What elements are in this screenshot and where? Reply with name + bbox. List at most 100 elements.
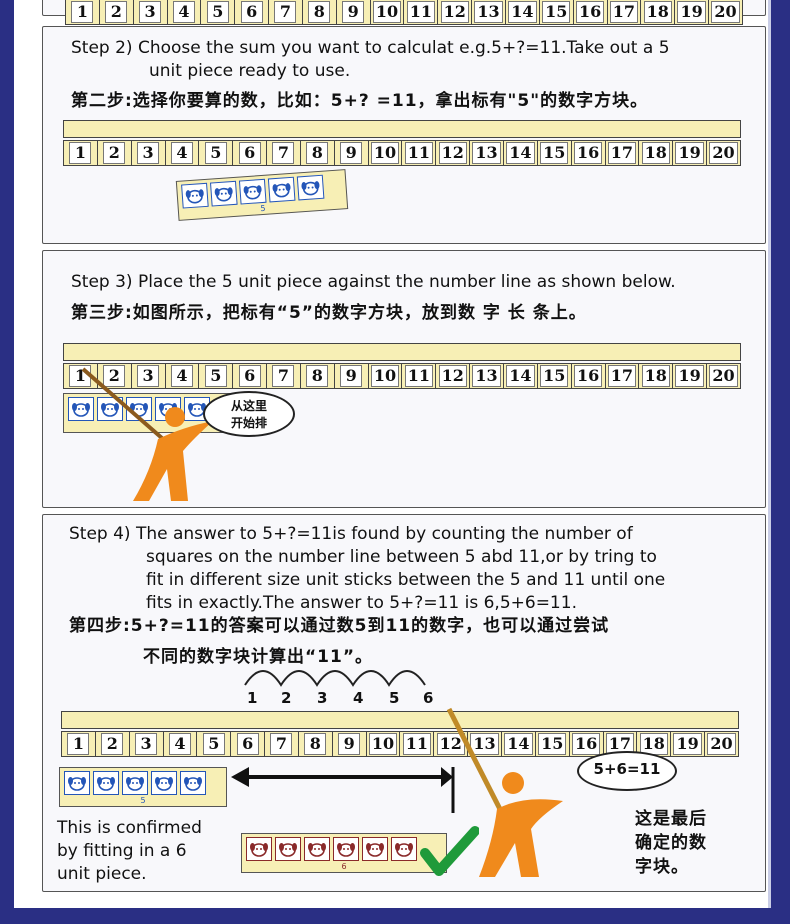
number-label: 17 (607, 142, 637, 164)
piece-label: 6 (341, 862, 347, 871)
number-label: 4 (170, 142, 193, 164)
number-cell: 11 (402, 364, 437, 388)
number-label: 15 (538, 733, 567, 755)
number-cell: 1 (64, 141, 98, 165)
number-label: 14 (506, 142, 535, 164)
number-label: 6 (240, 1, 263, 23)
number-label: 1 (67, 733, 90, 755)
number-cell: 17 (606, 364, 640, 388)
number-label: 15 (540, 365, 569, 387)
number-cell: 2 (100, 0, 134, 24)
number-cell: 16 (570, 732, 604, 756)
number-cell: 7 (265, 732, 299, 756)
arc-number: 3 (317, 689, 328, 707)
number-line-bar (63, 343, 741, 361)
number-label: 7 (270, 733, 293, 755)
number-cell: 2 (96, 732, 130, 756)
number-label: 10 (370, 142, 400, 164)
number-cell: 3 (132, 364, 166, 388)
number-label: 20 (707, 733, 736, 755)
number-label: 3 (137, 365, 160, 387)
number-cell: 4 (166, 364, 200, 388)
number-label: 18 (641, 142, 670, 164)
number-cell: 13 (470, 364, 504, 388)
figure-body (479, 799, 563, 877)
figure-body (133, 421, 213, 501)
unit-square-icon (93, 771, 119, 795)
number-cell: 16 (572, 141, 606, 165)
number-label: 5 (202, 733, 225, 755)
step4-text-en-4: fits in exactly.The answer to 5+?=11 is … (146, 593, 577, 613)
number-cell: 6 (233, 141, 268, 165)
checkmark-icon (420, 826, 479, 876)
number-label: 10 (368, 733, 398, 755)
number-cell: 13 (472, 0, 506, 24)
number-label: 15 (542, 1, 571, 23)
number-cell: 7 (269, 0, 303, 24)
pointer-stick (446, 707, 510, 825)
unit-square-icon (391, 837, 417, 861)
number-cell: 14 (506, 0, 540, 24)
number-cell: 14 (502, 732, 536, 756)
number-label: 4 (170, 365, 193, 387)
equation-bubble: 5+6=11 (577, 751, 677, 791)
number-label: 12 (440, 1, 469, 23)
unit-square-icon (304, 837, 330, 861)
number-cell: 16 (572, 364, 606, 388)
arc-number: 5 (389, 689, 400, 707)
number-label: 14 (506, 365, 535, 387)
number-cell: 3 (134, 0, 168, 24)
bubble-line-2: 开始排 (230, 416, 267, 430)
number-label: 5 (206, 1, 229, 23)
six-unit-piece: 6 (241, 833, 447, 873)
step3-panel: Step 3) Place the 5 unit piece against t… (42, 250, 766, 508)
number-cell: 6 (231, 732, 266, 756)
number-cell: 6 (235, 0, 270, 24)
step4-text-en-1: Step 4) The answer to 5+?=11is found by … (69, 524, 633, 544)
number-label: 5 (204, 142, 227, 164)
number-label: 16 (575, 1, 605, 23)
number-cell: 4 (168, 0, 202, 24)
confirm-text-3: unit piece. (57, 864, 147, 884)
number-label: 2 (103, 142, 126, 164)
number-label: 11 (404, 365, 433, 387)
number-cell: 13 (470, 141, 504, 165)
number-cell: 12 (434, 732, 469, 756)
unit-square-icon (238, 178, 267, 205)
number-cell: 19 (671, 732, 706, 756)
unit-square-icon (64, 771, 90, 795)
number-cell: 19 (673, 141, 708, 165)
number-cell: 15 (536, 732, 570, 756)
number-cell: 8 (301, 364, 335, 388)
number-cell: 4 (166, 141, 200, 165)
number-cell: 3 (130, 732, 164, 756)
number-cell: 7 (267, 364, 301, 388)
number-label: 6 (238, 365, 261, 387)
number-cell: 13 (468, 732, 502, 756)
number-cell: 10 (367, 732, 401, 756)
speech-bubble: 从这里 开始排 (203, 391, 295, 437)
number-cell: 5 (199, 141, 234, 165)
number-label: 19 (677, 1, 706, 23)
number-label: 13 (474, 1, 503, 23)
step2-panel: Step 2) Choose the sum you want to calcu… (42, 26, 766, 244)
number-label: 4 (168, 733, 191, 755)
number-label: 13 (472, 142, 501, 164)
number-label: 12 (438, 365, 467, 387)
pointer-figure (446, 707, 563, 877)
step4-panel: Step 4) The answer to 5+?=11is found by … (42, 514, 766, 892)
step3-text-cn: 第三步:如图所示，把标有“5”的数字方块，放到数 字 长 条上。 (71, 303, 587, 323)
number-label: 20 (711, 1, 740, 23)
number-cell: 10 (371, 0, 405, 24)
unit-square-icon (275, 837, 301, 861)
number-cell: 11 (402, 141, 437, 165)
number-label: 4 (172, 1, 195, 23)
number-label: 13 (472, 365, 501, 387)
number-label: 6 (238, 142, 261, 164)
number-cell: 20 (709, 0, 742, 24)
number-label: 8 (306, 142, 329, 164)
